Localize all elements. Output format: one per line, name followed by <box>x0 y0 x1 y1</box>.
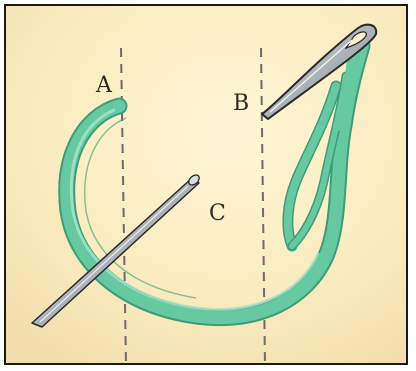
label-b: B <box>233 91 249 116</box>
stitch-diagram: A B C <box>6 6 408 365</box>
label-c: C <box>209 201 226 226</box>
diagram-frame: A B C <box>4 4 408 365</box>
label-a: A <box>95 73 113 98</box>
